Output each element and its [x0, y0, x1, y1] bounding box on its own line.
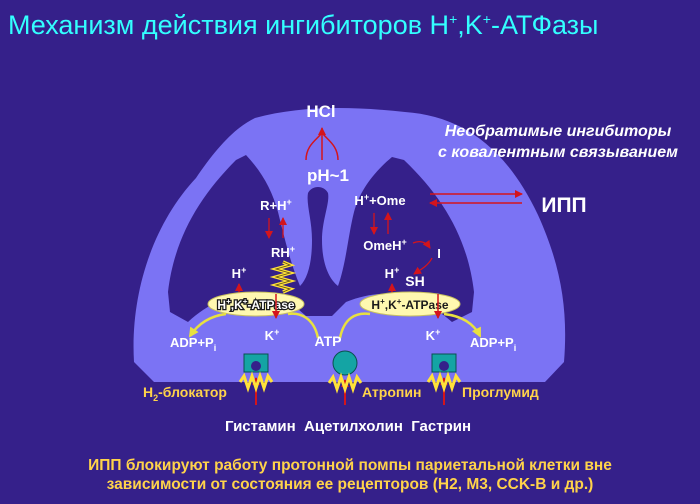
h-plus-right-label: H+ — [385, 265, 400, 281]
caption-line-2: зависимости от состояния ее рецепторов (… — [106, 476, 594, 493]
coil-left-edge — [274, 261, 292, 293]
r-plus-h-label: R+H+ — [260, 197, 292, 213]
atpase-left-label: H+,K+-ATPase — [217, 297, 294, 312]
h2-blocker-label: H2-блокатор — [143, 384, 227, 403]
k-plus-right-label: K+ — [426, 327, 441, 343]
proglumide-coil — [426, 371, 462, 393]
omeh-label: OmeH+ — [363, 237, 407, 253]
hcl-arrow-right — [322, 133, 339, 161]
m3-receptor — [332, 350, 358, 376]
k-plus-left-label: K+ — [265, 327, 280, 343]
h2-blocker-coil — [238, 371, 274, 393]
atpase-pump-right — [359, 291, 461, 317]
irreversible-line2: с ковалентным связыванием — [438, 144, 678, 161]
atropine-label: Атропин — [362, 384, 421, 400]
rh-label: RH+ — [271, 244, 295, 260]
h2-receptor-pore — [251, 361, 261, 371]
i-to-sh-arrow — [413, 257, 433, 275]
proglumide-label: Проглумид — [462, 384, 539, 400]
right-pump-to-adp-arrow — [443, 312, 482, 338]
left-pump-to-adp-arrow — [188, 312, 227, 338]
canaliculus — [168, 155, 474, 322]
atp-label: ATP — [315, 333, 342, 349]
sh-label: SH — [405, 273, 424, 289]
i-label: I — [437, 246, 441, 261]
adp-left-label: ADP+Pi — [170, 335, 216, 353]
ipp-label: ИПП — [541, 194, 586, 217]
adp-right-label: ADP+Pi — [470, 335, 516, 353]
atpase-right-label: H+,K+-ATPase — [371, 297, 448, 312]
omeh-to-i-arrow — [412, 239, 431, 249]
atp-to-right-pump-arrow — [338, 312, 371, 339]
slide-title: Механизм действия ингибиторов H+,K+-АТФа… — [8, 10, 598, 40]
receptor-ligands-label: Гистамин Ацетилхолин Гастрин — [225, 418, 471, 435]
h-plus-left-label: H+ — [232, 265, 247, 281]
atropine-coil — [327, 372, 363, 394]
h-ome-label: H++Ome — [354, 192, 405, 208]
ph-label: pH~1 — [307, 166, 349, 185]
irreversible-line1: Необратимые ингибиторы — [445, 123, 672, 140]
atp-to-left-pump-arrow — [287, 312, 320, 339]
hcl-label: HCl — [306, 102, 335, 121]
cck-receptor-pore — [439, 361, 449, 371]
atpase-pump-left — [207, 291, 305, 317]
hcl-arrow-left — [305, 133, 322, 161]
caption-line-1: ИПП блокируют работу протонной помпы пар… — [88, 457, 612, 474]
